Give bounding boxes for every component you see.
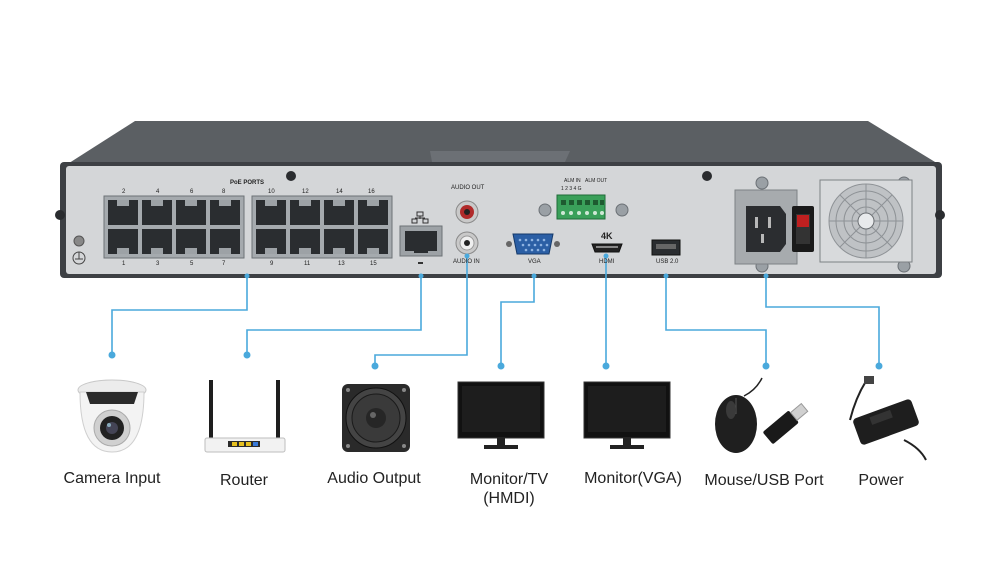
hdmi-port bbox=[591, 243, 623, 253]
alarm-numbers: 1 2 3 4 G bbox=[561, 186, 582, 192]
monitor-vga-icon bbox=[583, 381, 671, 449]
poe-port-latch bbox=[333, 248, 345, 254]
monitor-tv-icon bbox=[457, 381, 545, 449]
poe-port-number: 16 bbox=[368, 189, 375, 195]
poe-port-latch bbox=[185, 248, 197, 254]
router-label: Router bbox=[219, 472, 269, 489]
audio-output-label: Audio Output bbox=[327, 470, 421, 487]
poe-ports-label: PoE PORTS bbox=[230, 180, 265, 186]
audio-in-jack bbox=[455, 231, 479, 255]
connector-dots bbox=[108, 253, 883, 370]
network-icon bbox=[411, 211, 429, 224]
audio-connector bbox=[374, 256, 468, 366]
speaker-icon bbox=[342, 384, 410, 452]
poe-port-latch bbox=[151, 200, 163, 206]
ground-icon bbox=[72, 235, 86, 265]
lan-port bbox=[399, 225, 443, 257]
monitor-vga-label: Monitor(VGA) bbox=[584, 470, 682, 487]
poe-port-latch bbox=[185, 200, 197, 206]
poe-port-number: 4 bbox=[156, 189, 160, 195]
poe-port-latch bbox=[151, 248, 163, 254]
alarm-in-label: ALM IN bbox=[564, 178, 581, 184]
power-adapter-icon bbox=[849, 376, 927, 461]
hdmi-label: HDMI bbox=[599, 259, 615, 265]
usb-label: USB 2.0 bbox=[656, 259, 679, 265]
alarm-out-label: ALM OUT bbox=[585, 178, 608, 184]
monitor-tv-connector bbox=[500, 276, 535, 366]
poe-port-number: 1 bbox=[122, 261, 126, 267]
poe-port-latch bbox=[367, 200, 379, 206]
monitor-tv-label-line1: Monitor/TV bbox=[469, 471, 549, 488]
poe-port-latch bbox=[299, 200, 311, 206]
poe-port-number: 7 bbox=[222, 261, 226, 267]
mouse-usb-icon bbox=[715, 377, 809, 453]
poe-port-number: 11 bbox=[304, 261, 311, 267]
poe-port-latch bbox=[117, 248, 129, 254]
poe-port-number: 12 bbox=[302, 189, 309, 195]
vga-label: VGA bbox=[528, 259, 541, 265]
lan-port-marker bbox=[418, 262, 423, 264]
alarm-terminal-block bbox=[556, 194, 606, 220]
poe-port-latch bbox=[299, 248, 311, 254]
usb-port bbox=[651, 239, 681, 256]
poe-port-number: 15 bbox=[370, 261, 377, 267]
poe-port-latch bbox=[265, 248, 277, 254]
audio-out-label: AUDIO OUT bbox=[451, 185, 485, 191]
fan-grille bbox=[819, 179, 913, 263]
router-icon bbox=[204, 380, 286, 453]
poe-port-latch bbox=[219, 248, 231, 254]
poe-port-number: 6 bbox=[190, 189, 194, 195]
power-label: Power bbox=[858, 472, 904, 489]
router-connector bbox=[246, 276, 422, 355]
poe-port-number: 10 bbox=[268, 189, 275, 195]
poe-port-number: 3 bbox=[156, 261, 160, 267]
camera-input-label: Camera Input bbox=[63, 470, 161, 487]
poe-port-latch bbox=[367, 248, 379, 254]
mouse-connector bbox=[665, 276, 767, 366]
poe-port-latch bbox=[265, 200, 277, 206]
poe-port-latch bbox=[117, 200, 129, 206]
poe-port-number: 2 bbox=[122, 189, 126, 195]
power-inlet bbox=[734, 189, 798, 265]
camera-connector bbox=[111, 276, 248, 355]
monitor-tv-label-line2: (HMDI) bbox=[483, 490, 535, 507]
audio-out-jack bbox=[455, 200, 479, 224]
nvr-chassis-top-highlight bbox=[430, 151, 570, 162]
poe-port-number: 8 bbox=[222, 189, 226, 195]
poe-port-number: 9 bbox=[270, 261, 274, 267]
power-switch bbox=[792, 206, 814, 252]
audio-in-label: AUDIO IN bbox=[453, 259, 480, 265]
poe-ports bbox=[103, 195, 393, 259]
poe-port-number: 13 bbox=[338, 261, 345, 267]
dome-camera-icon bbox=[77, 379, 147, 453]
poe-port-latch bbox=[333, 200, 345, 206]
poe-port-number: 14 bbox=[336, 189, 343, 195]
hdmi-4k-label: 4K bbox=[601, 231, 613, 241]
power-connector bbox=[765, 276, 880, 366]
monitor-tv-label: Monitor/TV (HMDI) bbox=[454, 470, 564, 508]
poe-port-latch bbox=[219, 200, 231, 206]
vga-port bbox=[506, 233, 560, 255]
mouse-usb-label: Mouse/USB Port bbox=[704, 472, 824, 489]
nvr-chassis-top bbox=[66, 121, 940, 165]
connector-lines bbox=[111, 256, 880, 366]
poe-port-number: 5 bbox=[190, 261, 194, 267]
